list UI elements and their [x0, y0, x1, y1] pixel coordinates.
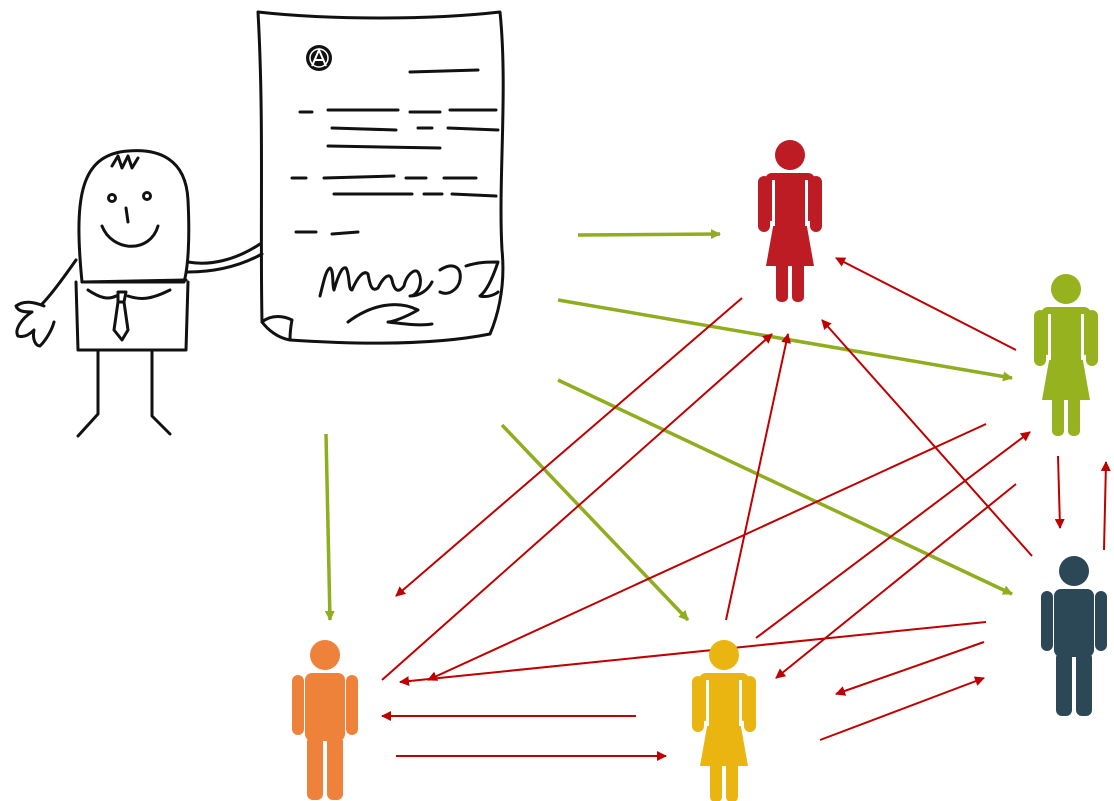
arrow-orange-to-red: [381, 333, 773, 681]
arrow-letter-to-green: [557, 298, 1013, 382]
smiling-man-sketch-icon: [14, 149, 264, 438]
relation-arrows: [324, 229, 1111, 761]
arrow-green-to-red: [835, 257, 1017, 351]
person-icon-green: [1034, 274, 1098, 436]
arrow-letter-to-navy: [557, 378, 1013, 596]
arrow-letter-to-red: [577, 229, 721, 240]
arrow-navy-to-yellow-lower: [835, 641, 985, 696]
arrow-yellow-to-green: [755, 431, 1031, 639]
arrow-red-to-orange: [395, 297, 743, 597]
arrow-green-to-navy: [1054, 455, 1065, 529]
arrow-navy-to-yellow: [775, 483, 1017, 679]
recipients: [292, 140, 1107, 801]
arrow-letter-to-yellow: [500, 423, 690, 622]
letterhead-logo-icon: [306, 45, 332, 71]
person-icon-navy: [1041, 556, 1107, 716]
person-icon-orange: [292, 640, 358, 800]
signed-letter-document-icon: [256, 10, 505, 345]
arrow-navy-to-orange: [399, 621, 987, 687]
arrow-letter-to-orange: [324, 433, 335, 621]
arrow-green-to-orange: [427, 423, 987, 681]
person-icon-red: [758, 140, 822, 302]
handwritten-signature-icon: [318, 260, 500, 327]
arrow-yellow-to-navy: [819, 676, 985, 741]
arrow-navy-to-red: [821, 319, 1033, 557]
person-icon-yellow: [692, 640, 756, 801]
arrow-yellow-to-red: [725, 333, 791, 621]
arrow-navy-to-green: [1100, 461, 1111, 551]
